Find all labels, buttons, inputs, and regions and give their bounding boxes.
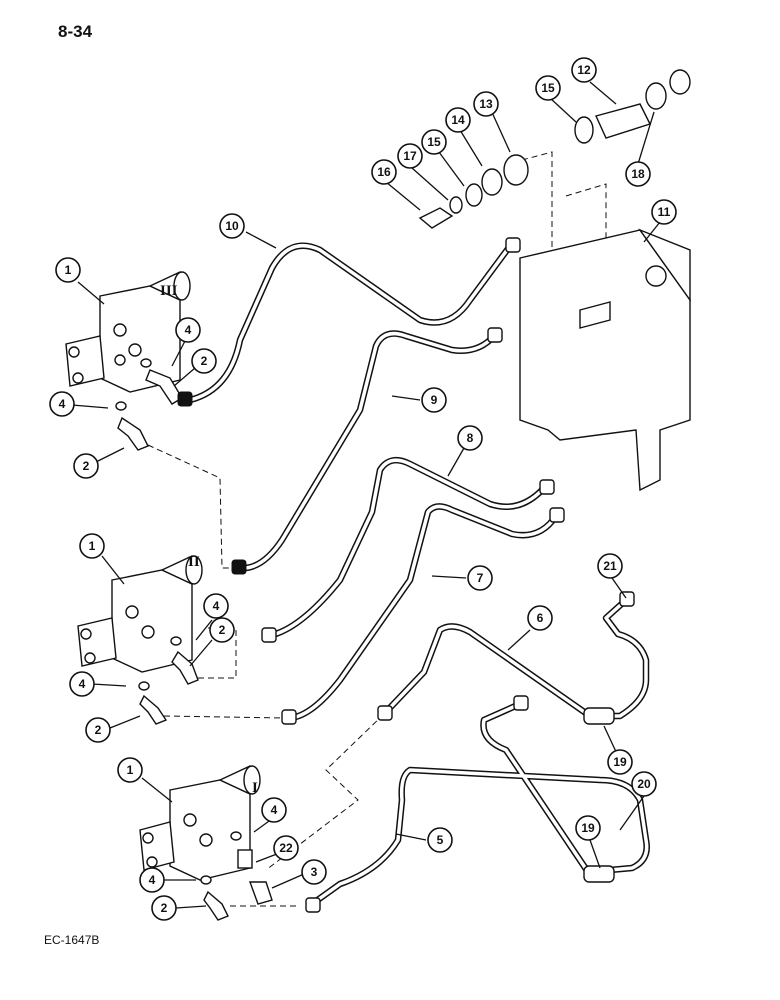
callout: 12 (571, 57, 597, 83)
callout: 4 (261, 797, 287, 823)
callout: 4 (203, 593, 229, 619)
svg-text:13: 13 (479, 97, 493, 111)
callout: 17 (397, 143, 423, 169)
callout: 1 (55, 257, 81, 283)
section-label-III: III (160, 283, 178, 299)
callout: 4 (175, 317, 201, 343)
callout: 2 (151, 895, 177, 921)
callout: 7 (467, 565, 493, 591)
callout: 4 (69, 671, 95, 697)
svg-text:5: 5 (437, 833, 444, 847)
svg-text:15: 15 (541, 81, 555, 95)
control-valve-II: II (77, 554, 203, 673)
svg-text:11: 11 (658, 205, 671, 219)
figure-code: EC-1647B (44, 933, 100, 947)
callout: 11 (651, 199, 677, 225)
svg-text:2: 2 (201, 354, 208, 368)
svg-text:2: 2 (83, 459, 90, 473)
callout: 4 (49, 391, 75, 417)
callout: 19 (575, 815, 601, 841)
control-valve-I: I (139, 765, 261, 881)
svg-text:14: 14 (451, 113, 465, 127)
callout: 16 (371, 159, 397, 185)
fittings (115, 358, 273, 921)
svg-text:12: 12 (577, 63, 591, 77)
callout: 14 (445, 107, 471, 133)
section-label-II: II (188, 554, 200, 570)
svg-text:20: 20 (637, 777, 651, 791)
svg-text:4: 4 (79, 677, 86, 691)
callout: 6 (527, 605, 553, 631)
svg-text:2: 2 (219, 623, 226, 637)
control-valve-III: III (65, 271, 191, 393)
callout: 20 (631, 771, 657, 797)
svg-text:1: 1 (89, 539, 96, 553)
svg-text:19: 19 (613, 755, 627, 769)
svg-text:6: 6 (537, 611, 544, 625)
mounting-bracket (519, 228, 691, 492)
tube-nuts (177, 237, 635, 913)
hydraulic-tubes (186, 242, 650, 908)
callout: 10 (219, 213, 245, 239)
callout: 21 (597, 553, 623, 579)
svg-text:4: 4 (271, 803, 278, 817)
svg-text:18: 18 (631, 167, 645, 181)
callout: 5 (427, 827, 453, 853)
svg-text:2: 2 (161, 901, 168, 915)
dashed-connections (147, 151, 607, 907)
svg-text:2: 2 (95, 723, 102, 737)
svg-text:4: 4 (185, 323, 192, 337)
section-label-I: I (252, 780, 258, 796)
svg-text:8: 8 (467, 431, 474, 445)
callout: 9 (421, 387, 447, 413)
svg-text:19: 19 (581, 821, 595, 835)
leader-lines (71, 81, 661, 909)
callout: 1 (117, 757, 143, 783)
callout: 22 (273, 835, 299, 861)
callout: 15 (421, 129, 447, 155)
svg-text:3: 3 (311, 865, 318, 879)
callout: 2 (209, 617, 235, 643)
callout: 2 (85, 717, 111, 743)
callout: 3 (301, 859, 327, 885)
callout: 15 (535, 75, 561, 101)
callout: 1 (79, 533, 105, 559)
svg-text:17: 17 (403, 149, 417, 163)
svg-text:7: 7 (477, 571, 484, 585)
callout: 19 (607, 749, 633, 775)
svg-text:4: 4 (149, 873, 156, 887)
callout: 18 (625, 161, 651, 187)
callout: 4 (139, 867, 165, 893)
svg-text:9: 9 (431, 393, 438, 407)
page-number: 8-34 (58, 22, 93, 41)
svg-text:4: 4 (213, 599, 220, 613)
callouts: 1 4 2 4 2 10 9 8 7 6 5 1 4 2 4 2 1 4 22 … (49, 57, 677, 921)
svg-text:22: 22 (279, 841, 293, 855)
callout: 2 (191, 348, 217, 374)
svg-text:15: 15 (427, 135, 441, 149)
svg-text:16: 16 (377, 165, 391, 179)
svg-text:10: 10 (225, 219, 239, 233)
callout: 13 (473, 91, 499, 117)
svg-text:1: 1 (65, 263, 72, 277)
svg-text:4: 4 (59, 397, 66, 411)
svg-text:21: 21 (603, 559, 617, 573)
svg-text:1: 1 (127, 763, 134, 777)
callout: 8 (457, 425, 483, 451)
callout: 2 (73, 453, 99, 479)
